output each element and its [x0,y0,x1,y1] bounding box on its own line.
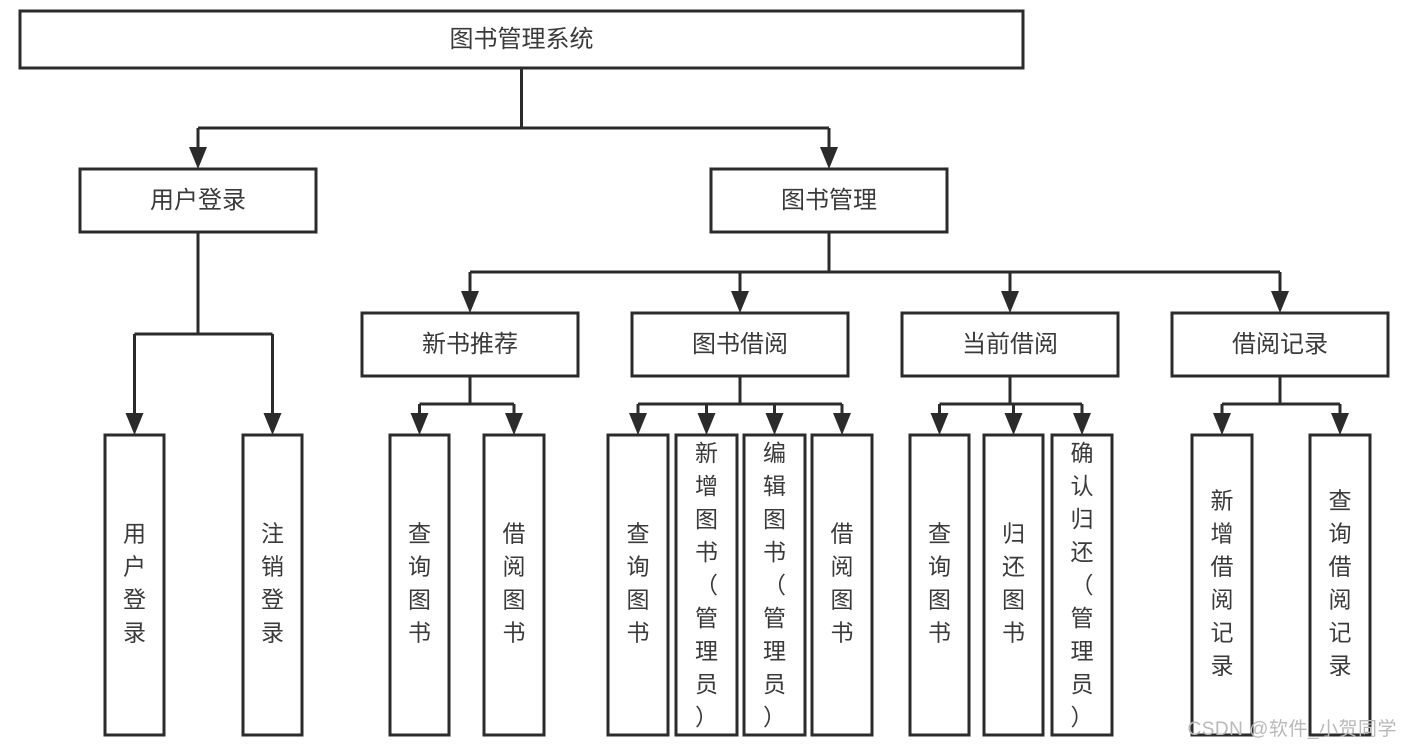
node-recommend-query-book[interactable]: 查询图书 [388,433,451,737]
node-record-query[interactable]: 查询借阅记录 [1308,433,1372,737]
arrow-head-icon [629,413,647,435]
node-layer: 图书管理系统用户登录用户登录注销登录图书管理新书推荐查询图书借阅图书图书借阅查询… [18,9,1390,737]
arrow-head-icon [461,291,479,313]
node-label-current-confirm-return: 确认归还（管理员） [1071,440,1094,730]
node-user-login-leaf[interactable]: 用户登录 [103,433,166,737]
node-label-current-borrow: 当前借阅 [962,331,1058,358]
node-label-root: 图书管理系统 [450,26,594,53]
node-box-record-query [1308,433,1372,737]
arrow-head-icon [505,413,523,435]
node-label-new-book-recommend: 新书推荐 [422,331,518,358]
arrow-head-icon [1073,413,1091,435]
node-box-new-book-recommend [360,311,580,378]
node-box-user-login [78,167,318,234]
node-box-borrow-edit-book [742,433,807,737]
node-borrow-add-book[interactable]: 新增图书（管理员） [674,433,739,737]
node-borrow-record[interactable]: 借阅记录 [1170,311,1390,378]
node-box-current-borrow [900,311,1120,378]
node-book-borrow[interactable]: 图书借阅 [630,311,850,378]
arrow-head-icon [1331,413,1349,435]
node-label-book-borrow: 图书借阅 [692,331,788,358]
node-box-recommend-query-book [388,433,451,737]
arrow-head-icon [731,291,749,313]
node-label-recommend-borrow-book: 借阅图书 [503,521,526,646]
arrow-head-icon [1271,291,1289,313]
node-borrow-edit-book[interactable]: 编辑图书（管理员） [742,433,807,737]
node-box-book-management [709,167,949,234]
node-label-borrow-borrow-book: 借阅图书 [831,521,854,646]
node-label-user-logout-leaf: 注销登录 [261,521,284,646]
node-box-user-login-leaf [103,433,166,737]
node-box-current-confirm-return [1050,433,1114,737]
node-label-current-return-book: 归还图书 [1002,521,1025,646]
node-new-book-recommend[interactable]: 新书推荐 [360,311,580,378]
arrow-head-icon [930,413,949,435]
node-box-borrow-query-book [606,433,670,737]
node-borrow-borrow-book[interactable]: 借阅图书 [810,433,874,737]
arrow-head-icon [125,413,144,435]
node-borrow-query-book[interactable]: 查询图书 [606,433,670,737]
node-record-add[interactable]: 新增借阅记录 [1190,433,1254,737]
node-current-borrow[interactable]: 当前借阅 [900,311,1120,378]
arrow-head-icon [410,413,429,435]
connector-layer [125,68,1349,435]
node-current-query-book[interactable]: 查询图书 [908,433,971,737]
node-box-record-add [1190,433,1254,737]
node-recommend-borrow-book[interactable]: 借阅图书 [482,433,546,737]
node-current-return-book[interactable]: 归还图书 [982,433,1045,737]
node-box-current-query-book [908,433,971,737]
node-box-root [18,9,1025,70]
node-label-book-management: 图书管理 [781,187,877,214]
node-label-record-add: 新增借阅记录 [1211,488,1234,679]
arrow-head-icon [765,413,784,435]
watermark-text: CSDN @软件_小贺同学 [1187,719,1397,740]
node-root[interactable]: 图书管理系统 [18,9,1025,70]
arrow-head-icon [1001,291,1019,313]
arrow-head-icon [263,413,282,435]
arrow-head-icon [820,147,838,169]
node-label-record-query: 查询借阅记录 [1329,488,1352,679]
node-label-user-login: 用户登录 [150,187,246,214]
node-box-borrow-record [1170,311,1390,378]
node-label-borrow-record: 借阅记录 [1232,331,1328,358]
node-book-management[interactable]: 图书管理 [709,167,949,234]
node-box-current-return-book [982,433,1045,737]
node-user-login[interactable]: 用户登录 [78,167,318,234]
node-label-borrow-query-book: 查询图书 [627,521,650,646]
arrow-head-icon [1004,413,1023,435]
node-label-current-query-book: 查询图书 [928,521,951,646]
node-box-user-logout-leaf [241,433,304,737]
node-label-user-login-leaf: 用户登录 [123,521,146,646]
node-box-recommend-borrow-book [482,433,546,737]
arrow-head-icon [833,413,851,435]
node-label-borrow-edit-book: 编辑图书（管理员） [763,440,786,730]
node-user-logout-leaf[interactable]: 注销登录 [241,433,304,737]
node-box-borrow-borrow-book [810,433,874,737]
node-box-borrow-add-book [674,433,739,737]
node-label-recommend-query-book: 查询图书 [408,521,431,646]
node-label-borrow-add-book: 新增图书（管理员） [695,440,718,730]
arrow-head-icon [189,147,207,169]
node-box-book-borrow [630,311,850,378]
arrow-head-icon [697,413,716,435]
node-current-confirm-return[interactable]: 确认归还（管理员） [1050,433,1114,737]
arrow-head-icon [1213,413,1231,435]
